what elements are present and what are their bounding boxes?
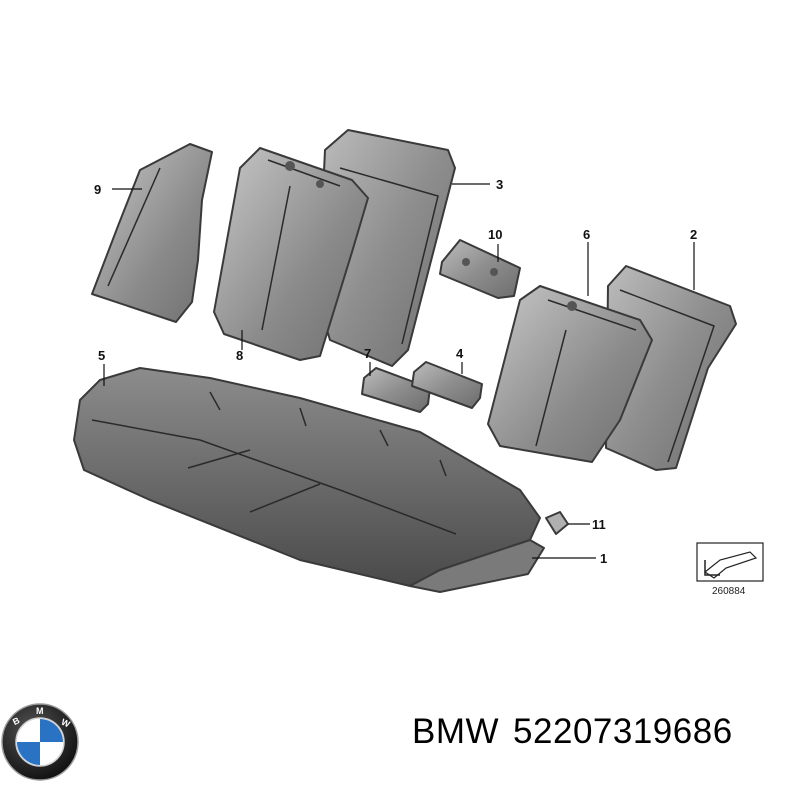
callout-3: 3	[496, 177, 503, 192]
callout-7: 7	[364, 346, 371, 361]
part-11-clip	[545, 511, 569, 535]
part-2-backrest-frame	[605, 265, 737, 471]
part-caption: BMW 52207319686	[412, 712, 747, 752]
callout-6: 6	[583, 227, 590, 242]
brand-name: BMW	[412, 712, 500, 751]
svg-text:M: M	[36, 706, 44, 716]
svg-text:B: B	[11, 715, 22, 727]
part-4-trim	[411, 361, 483, 409]
part-1-cushion-frame	[409, 539, 545, 593]
part-10-bracket	[439, 239, 521, 299]
callout-9: 9	[94, 182, 101, 197]
callout-10: 10	[488, 227, 502, 242]
part-number: 52207319686	[513, 712, 733, 751]
callout-1: 1	[600, 551, 607, 566]
callout-4: 4	[456, 346, 464, 361]
bmw-logo: B M W	[1, 703, 79, 781]
leader-lines	[103, 183, 695, 559]
reference-code: 260884	[712, 586, 746, 597]
part-6-backrest-cover	[487, 285, 653, 463]
callout-2: 2	[690, 227, 697, 242]
part-7-trim	[361, 367, 431, 413]
callout-8: 8	[236, 348, 243, 363]
part-9-side-bolster	[91, 143, 213, 323]
callout-5: 5	[98, 348, 105, 363]
part-8-backrest-cover	[213, 147, 369, 361]
reference-icon	[696, 542, 764, 582]
callout-11: 11	[592, 517, 606, 532]
